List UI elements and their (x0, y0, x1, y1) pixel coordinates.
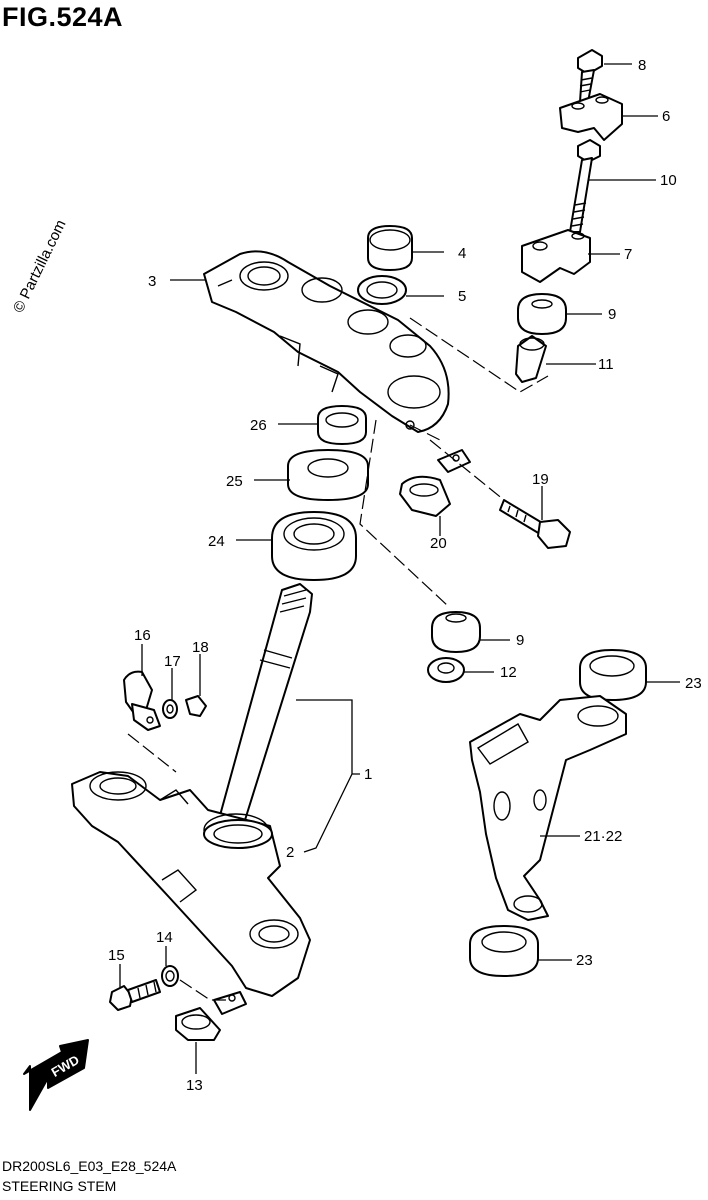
part-bracket-21-22 (469, 695, 627, 921)
callout-15: 15 (108, 947, 125, 964)
callout-8: 8 (638, 57, 646, 74)
callout-12: 12 (500, 664, 517, 681)
part-cap-4 (367, 225, 413, 271)
callout-14: 14 (156, 929, 173, 946)
callout-9-upper: 9 (608, 306, 616, 323)
part-upper-bracket-3 (203, 250, 450, 433)
callout-1: 1 (364, 766, 372, 783)
callout-17: 17 (164, 653, 181, 670)
part-lower-holder-7 (521, 229, 591, 283)
part-cushion-9-upper (517, 293, 567, 335)
callout-5: 5 (458, 288, 466, 305)
callout-3: 3 (148, 273, 156, 290)
callout-19: 19 (532, 471, 549, 488)
callout-23-lower: 23 (576, 952, 593, 969)
callout-24: 24 (208, 533, 225, 550)
figure-title: FIG.524A (2, 2, 124, 32)
part-screw-18 (185, 695, 207, 717)
callout-9-lower: 9 (516, 632, 524, 649)
callout-10: 10 (660, 172, 677, 189)
callout-26: 26 (250, 417, 267, 434)
part-bolt-15 (109, 979, 161, 1011)
part-bolt-10 (569, 139, 601, 233)
part-washer-17 (162, 699, 178, 719)
part-cap-5 (357, 275, 407, 305)
part-clamp-20 (399, 449, 471, 517)
part-stem-shaft (215, 583, 313, 837)
part-race-25 (287, 449, 369, 501)
part-bolt-19 (499, 499, 571, 549)
callout-11: 11 (598, 356, 614, 373)
callout-6: 6 (662, 108, 670, 125)
callout-4: 4 (458, 245, 466, 262)
part-nut-26 (317, 405, 367, 445)
callout-25: 25 (226, 473, 243, 490)
callout-labels: 8 6 10 7 9 11 4 5 3 26 25 24 1 2 16 17 1… (108, 57, 702, 1094)
part-dust-seal-2 (203, 819, 273, 849)
part-grommet-23-upper (579, 649, 647, 701)
callout-21-22: 21·22 (584, 828, 622, 845)
callout-23-upper: 23 (685, 675, 702, 692)
part-clamp-13 (175, 991, 247, 1041)
callout-2: 2 (286, 844, 294, 861)
part-bearing-24 (271, 511, 357, 581)
fwd-arrow-icon: FWD (23, 1039, 89, 1111)
callout-7: 7 (624, 246, 632, 263)
part-collar-12 (427, 657, 465, 683)
part-grommet-23-lower (469, 925, 539, 977)
part-upper-holder-6 (559, 93, 623, 141)
part-clamp-16 (123, 670, 161, 731)
callout-16: 16 (134, 627, 151, 644)
part-washer-14 (161, 965, 179, 987)
part-bolt-8 (577, 49, 603, 103)
part-spacer-11 (515, 335, 547, 383)
part-cushion-9-lower (431, 611, 481, 653)
callout-20: 20 (430, 535, 447, 552)
diagram-caption: STEERING STEM (2, 1178, 117, 1194)
assembly-lines (127, 317, 549, 1001)
callout-18: 18 (192, 639, 209, 656)
callout-13: 13 (186, 1077, 203, 1094)
leader-lines (119, 63, 680, 1074)
model-code: DR200SL6_E03_E28_524A (2, 1158, 177, 1174)
